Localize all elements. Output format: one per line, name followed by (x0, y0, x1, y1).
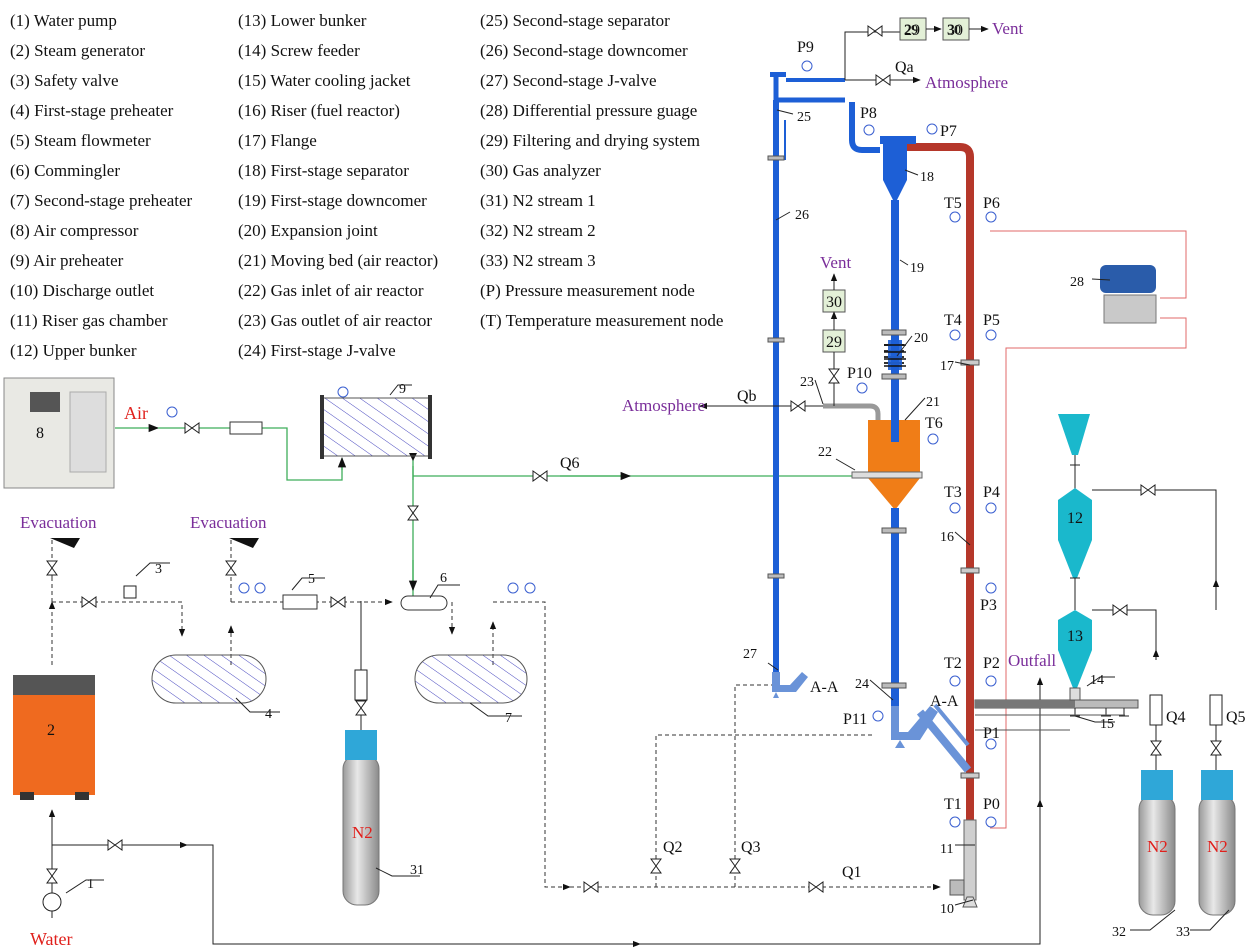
svg-text:P4: P4 (983, 484, 1000, 501)
flow-q5: Q5 (1226, 709, 1246, 726)
svg-text:P6: P6 (983, 195, 1000, 212)
svg-text:21: 21 (926, 395, 940, 410)
svg-text:10: 10 (940, 902, 954, 917)
svg-text:28: 28 (1070, 275, 1084, 290)
preheaters (43, 395, 527, 911)
svg-text:P11: P11 (843, 711, 867, 728)
svg-text:15: 15 (1100, 717, 1114, 732)
flow-qb: Qb (737, 388, 757, 405)
outfall-label: Outfall (1008, 651, 1056, 670)
flow-q6: Q6 (560, 455, 580, 472)
bunkers (975, 414, 1216, 716)
first-stage-j-valve (891, 705, 968, 770)
riser-16 (852, 102, 979, 907)
svg-text:8: 8 (36, 425, 44, 442)
section-label-2: A-A (930, 693, 959, 710)
svg-text:19: 19 (910, 261, 924, 276)
svg-text:N2: N2 (1147, 837, 1168, 856)
svg-text:11: 11 (940, 842, 953, 857)
vent-label-top: Vent (992, 19, 1023, 38)
svg-text:33: 33 (1176, 925, 1190, 940)
analysis-train-top: 29 30 Vent Atmosphere (868, 18, 1023, 92)
dp-gauge (1100, 265, 1156, 323)
svg-text:30: 30 (947, 23, 961, 38)
diagram-labels: Air Water Evacuation Evacuation Outfall … (20, 23, 1246, 949)
svg-text:13: 13 (1067, 628, 1083, 645)
svg-text:9: 9 (399, 382, 406, 397)
svg-text:26: 26 (795, 208, 809, 223)
svg-text:7: 7 (505, 711, 512, 726)
svg-text:P2: P2 (983, 655, 1000, 672)
flow-q2: Q2 (663, 839, 683, 856)
svg-text:P10: P10 (847, 365, 872, 382)
svg-text:16: 16 (940, 530, 954, 545)
svg-text:17: 17 (940, 359, 954, 374)
svg-text:T6: T6 (925, 415, 943, 432)
svg-text:5: 5 (308, 572, 315, 587)
svg-text:P1: P1 (983, 725, 1000, 742)
svg-text:N2: N2 (352, 823, 373, 842)
svg-text:3: 3 (155, 562, 162, 577)
svg-text:20: 20 (914, 331, 928, 346)
svg-text:6: 6 (440, 571, 447, 586)
svg-text:1: 1 (87, 877, 94, 892)
svg-text:2: 2 (47, 722, 55, 739)
svg-text:T2: T2 (944, 655, 962, 672)
moving-bed-air-reactor (823, 406, 922, 708)
flow-q1: Q1 (842, 864, 862, 881)
svg-text:P3: P3 (980, 597, 997, 614)
svg-text:T5: T5 (944, 195, 962, 212)
svg-text:23: 23 (800, 375, 814, 390)
svg-text:4: 4 (265, 707, 272, 722)
svg-text:T4: T4 (944, 312, 962, 329)
flow-q3: Q3 (741, 839, 761, 856)
evacuation-label-2: Evacuation (190, 513, 267, 532)
first-stage-separator (880, 136, 916, 430)
svg-text:29: 29 (904, 23, 918, 38)
svg-text:T3: T3 (944, 484, 962, 501)
evacuation-label-1: Evacuation (20, 513, 97, 532)
svg-text:30: 30 (826, 294, 842, 311)
steam-lines (52, 565, 940, 887)
svg-text:12: 12 (1067, 510, 1083, 527)
flow-q4: Q4 (1166, 709, 1186, 726)
svg-text:14: 14 (1090, 673, 1104, 688)
air-lines (115, 428, 860, 596)
n2-cylinder-31: N2 (343, 730, 379, 905)
svg-text:22: 22 (818, 445, 832, 460)
svg-text:27: 27 (743, 647, 757, 662)
atmosphere-label-mid: Atmosphere (622, 396, 705, 415)
section-label-1: A-A (810, 679, 839, 696)
svg-text:P8: P8 (860, 105, 877, 122)
air-label: Air (124, 403, 148, 423)
water-label: Water (30, 929, 73, 949)
svg-text:18: 18 (920, 170, 934, 185)
svg-text:N2: N2 (1207, 837, 1228, 856)
air-compressor (4, 378, 114, 488)
svg-text:P7: P7 (940, 123, 957, 140)
svg-text:T1: T1 (944, 796, 962, 813)
svg-text:25: 25 (797, 110, 811, 125)
svg-text:P0: P0 (983, 796, 1000, 813)
svg-text:24: 24 (855, 677, 869, 692)
n2-cylinder-32: N2 (1139, 770, 1175, 915)
n2-cylinder-33: N2 (1199, 770, 1235, 915)
flow-qa: Qa (895, 59, 914, 76)
svg-text:29: 29 (826, 334, 842, 351)
vent-label-mid: Vent (820, 253, 851, 272)
svg-text:P5: P5 (983, 312, 1000, 329)
atmosphere-label-top: Atmosphere (925, 73, 1008, 92)
svg-text:P9: P9 (797, 39, 814, 56)
svg-text:32: 32 (1112, 925, 1126, 940)
